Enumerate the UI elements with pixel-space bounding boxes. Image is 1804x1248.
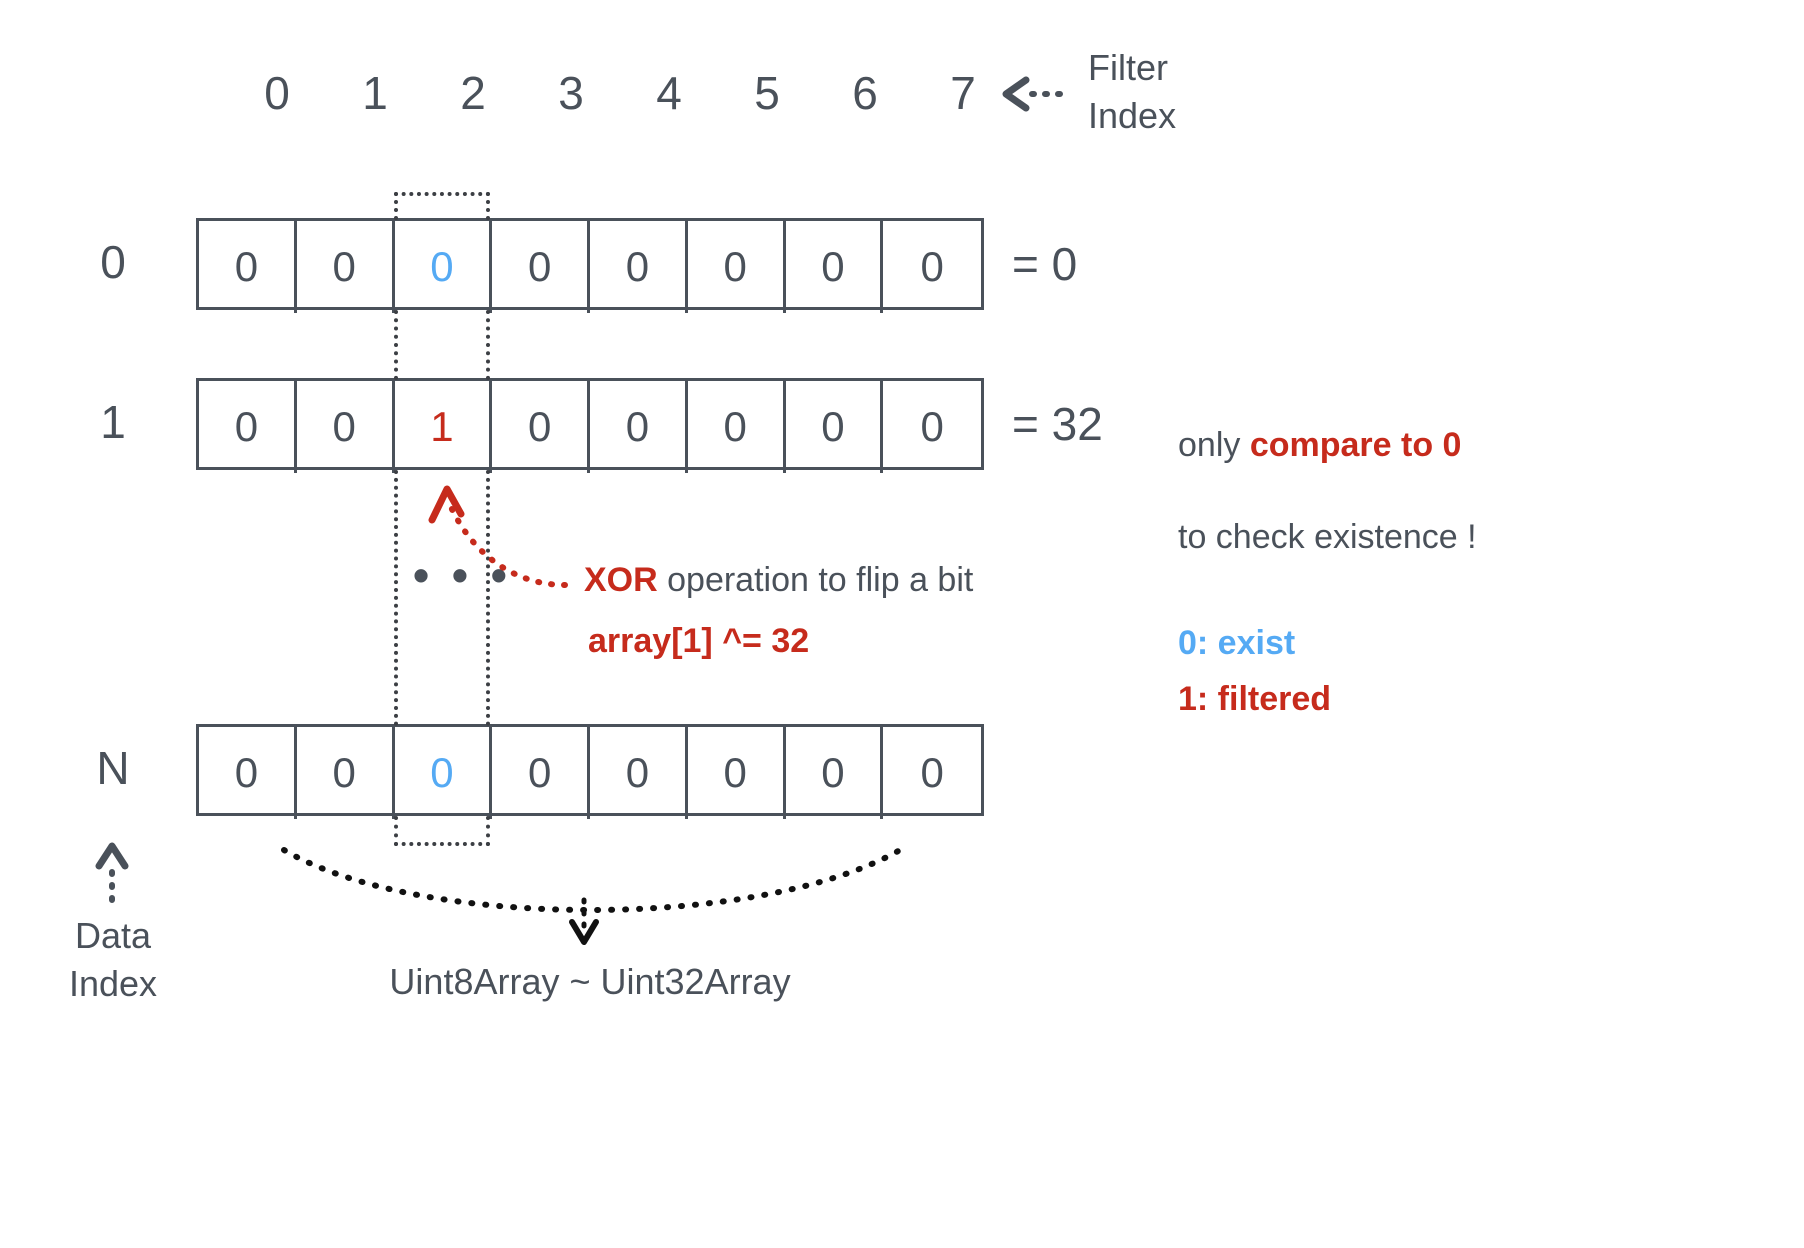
legend-item-exist: 0: exist: [1178, 624, 1296, 662]
bit-cell: 0: [688, 727, 786, 819]
legend-item-filtered: 1: filtered: [1178, 680, 1332, 718]
bit-cell: 0: [688, 381, 786, 473]
filter-index-tick: 1: [362, 67, 388, 119]
bit-cell-highlighted: 0: [395, 221, 493, 313]
xor-keyword: XOR: [584, 561, 658, 599]
data-index-arrow-icon: [95, 842, 129, 903]
dotted-left-arrow-icon: [1002, 76, 1063, 112]
bit-cell-highlighted: 0: [395, 727, 493, 819]
filter-index-tick: 2: [460, 67, 486, 119]
filter-index-tick: 6: [852, 67, 878, 119]
bit-row-0: 0 0 0 0 0 0 0 0: [196, 218, 984, 313]
bit-cell: 0: [920, 403, 944, 450]
side-note: only compare to 0 to check existence !: [1178, 376, 1477, 560]
bit-row-n: 0 0 0 0 0 0 0 0: [196, 724, 984, 819]
xor-annotation-text: operation to flip a bit: [657, 561, 974, 599]
bit-cell-highlighted: 1: [395, 381, 493, 473]
bit-row-1: 0 0 1 0 0 0 0 0: [196, 378, 984, 473]
side-note-line2: to check existence !: [1178, 518, 1477, 556]
vertical-ellipsis: • • •: [413, 549, 512, 601]
row-value-0: = 0: [1012, 238, 1078, 290]
array-span-brace: [281, 847, 903, 945]
bit-cell: 0: [492, 381, 590, 473]
xor-code-expression: array[1] ^= 32: [588, 622, 810, 660]
row-label-0: 0: [100, 236, 126, 288]
bit-cell: 0: [297, 381, 395, 473]
bit-cell: 0: [920, 749, 944, 796]
filter-index-tick: 7: [950, 67, 976, 119]
bit-cell: 0: [590, 221, 688, 313]
bit-cell: 0: [786, 381, 884, 473]
column-highlight-top-cap: [394, 192, 490, 220]
array-type-label: Uint8Array ~ Uint32Array: [389, 961, 791, 1002]
row-label-n: N: [96, 742, 130, 794]
bit-cell: 0: [590, 727, 688, 819]
side-note-emphasis: compare to 0: [1249, 426, 1462, 464]
bit-cell: 0: [590, 381, 688, 473]
column-highlight-segment: [394, 310, 490, 380]
row-value-1: = 32: [1012, 398, 1103, 450]
bit-cell: 0: [199, 727, 297, 819]
bit-cell: 0: [688, 221, 786, 313]
bit-cell: 0: [199, 381, 297, 473]
data-index-label: Data Index: [68, 915, 158, 1004]
row-label-1: 1: [100, 396, 126, 448]
bit-cell: 0: [492, 221, 590, 313]
column-highlight-bottom-cap: [394, 816, 490, 846]
bit-cell: 0: [920, 243, 944, 290]
bit-cell: 0: [492, 727, 590, 819]
bit-cell: 0: [297, 221, 395, 313]
column-highlight-segment: [394, 470, 490, 726]
bit-cell: 0: [297, 727, 395, 819]
filter-index-tick: 0: [264, 67, 290, 119]
side-note-line1-plain: only: [1178, 426, 1250, 464]
xor-annotation: XOR operation to flip a bit: [584, 557, 973, 603]
filter-index-tick: 4: [656, 67, 682, 119]
filter-index-tick: 5: [754, 67, 780, 119]
bit-cell: 0: [786, 727, 884, 819]
bit-cell: 0: [199, 221, 297, 313]
filter-index-ticks: 0 1 2 3 4 5 6 7: [228, 58, 1012, 128]
filter-index-label: Filter Index: [1088, 47, 1177, 136]
filter-index-tick: 3: [558, 67, 584, 119]
bit-cell: 0: [786, 221, 884, 313]
